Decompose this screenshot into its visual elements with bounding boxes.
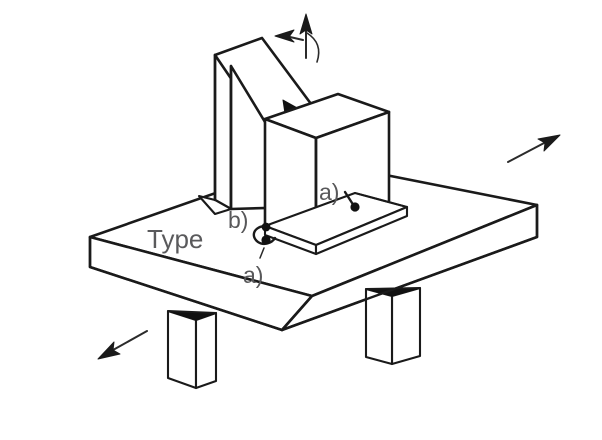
up-right-arrow-icon (507, 134, 561, 163)
type-label: Type (147, 224, 203, 254)
down-left-arrow-head (97, 341, 121, 360)
up-left-arrow-shaft (289, 36, 304, 41)
callout-front-leader-dot (261, 235, 271, 245)
left-leg-side-face (194, 311, 218, 390)
callout-right-label: a) (319, 179, 339, 205)
weld-bead-front-left (252, 224, 277, 246)
callout-weld-back: b) (228, 207, 271, 233)
top-arrow-group (274, 13, 320, 63)
down-left-arrow-shaft (112, 330, 148, 351)
base-flange-right-edge (354, 192, 408, 208)
right-leg-side-face (364, 287, 394, 366)
callout-front-label: a) (243, 262, 263, 288)
left-leg-top-edge (167, 310, 217, 314)
up-left-arrow-icon (274, 29, 304, 43)
left-support-leg (166, 309, 218, 390)
up-arrow-head (299, 13, 313, 35)
callout-back-leader-dot (261, 222, 271, 232)
front-plate-base-flange (263, 191, 409, 256)
up-right-arrow-head (537, 134, 561, 152)
base-plate-front-vertical-edge (280, 294, 314, 332)
callout-weld-right: a) (319, 179, 360, 212)
callout-front-leader-line (259, 247, 265, 259)
weld-bead-loop (252, 224, 277, 246)
back-plate-left-face (213, 53, 233, 211)
callout-weld-front: a) (243, 235, 271, 288)
up-right-arrow-shaft (507, 141, 547, 163)
left-leg-outer-face (166, 309, 198, 390)
rotation-hint-icon (306, 32, 320, 63)
right-support-leg (364, 286, 422, 366)
base-plate-lower-outline (88, 203, 539, 332)
up-left-arrow-head (274, 29, 295, 43)
right-leg-outer-face (390, 286, 422, 366)
down-left-arrow-icon (97, 330, 148, 360)
up-arrow-icon (299, 13, 313, 59)
callout-right-leader-dot (350, 202, 360, 212)
base-flange-front-face (314, 205, 409, 256)
callout-back-label: b) (228, 207, 248, 233)
